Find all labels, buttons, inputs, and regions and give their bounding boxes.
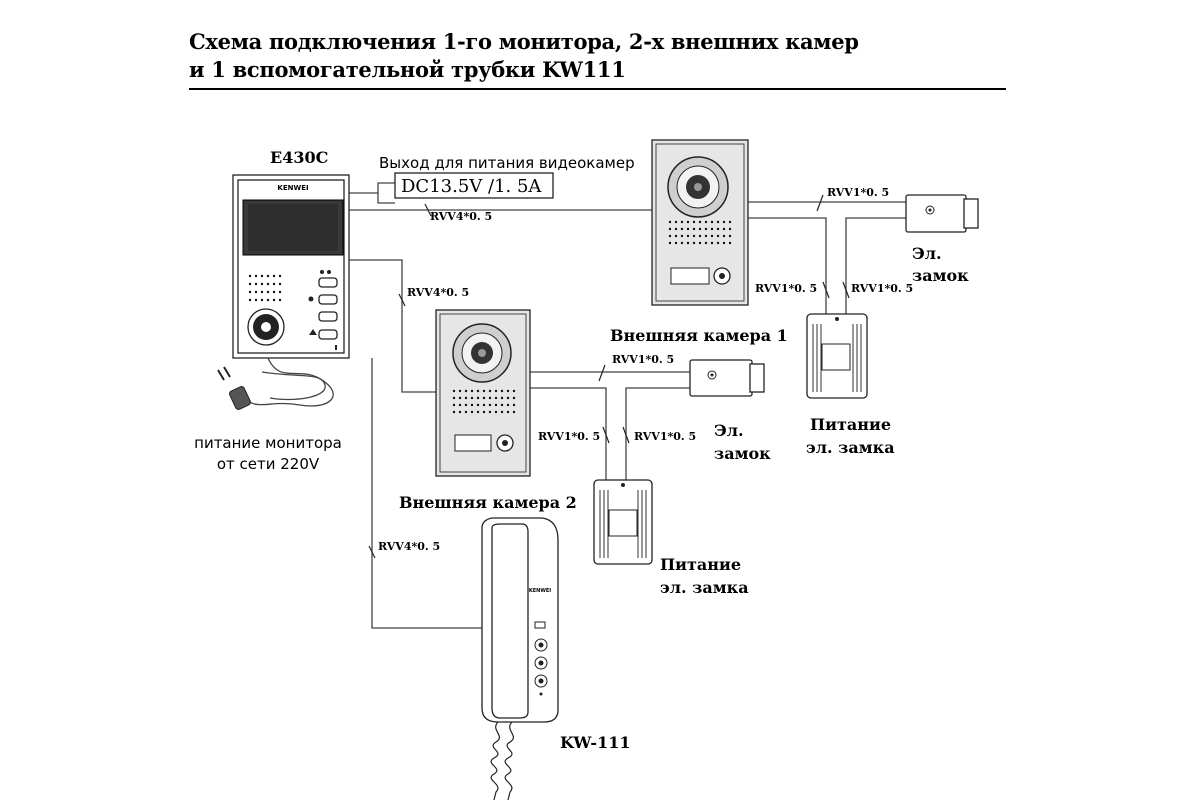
psu2-panel: [608, 509, 638, 537]
tick-c1: [424, 203, 432, 217]
camera2-name-plate: [454, 434, 492, 452]
tick-c5: [822, 281, 830, 299]
psu1-label-line2: эл. замка: [806, 438, 895, 457]
title-line-1: Схема подключения 1-го монитора, 2-х вне…: [189, 29, 859, 54]
lock1: [905, 194, 979, 233]
monitor-brand: KENWEI: [277, 184, 308, 192]
cable-label-c4: RVV1*0. 5: [827, 186, 889, 199]
camera1: [651, 139, 749, 306]
camera1-name-plate: [670, 267, 710, 285]
wire-monitor-handset: [371, 358, 482, 629]
power-output-spec: DC13.5V /1. 5A: [401, 176, 542, 197]
monitor-nav-center: [261, 322, 271, 332]
monitor-power-note-line2: от сети 220V: [217, 455, 320, 473]
power-plug-icon: [229, 386, 251, 410]
wires: [348, 182, 906, 629]
wire-lock1-psu1: [845, 217, 906, 314]
camera1-label: Внешняя камера 1: [610, 326, 788, 345]
lock1-bolt: [963, 198, 979, 229]
tick-c7: [598, 364, 606, 382]
psu2-label-line1: Питание: [660, 555, 741, 574]
camera2-label: Внешняя камера 2: [399, 493, 577, 512]
wire-monitor-psu-output: [348, 182, 395, 204]
cable-label-c1: RVV4*0. 5: [430, 210, 492, 223]
camera2-frame: [439, 313, 527, 473]
lock2-bolt: [749, 363, 765, 393]
cable-label-c8: RVV1*0. 5: [538, 430, 600, 443]
tick-c4: [816, 194, 824, 212]
monitor-power-cord-coil: [261, 371, 326, 401]
handset: KENWEI: [481, 517, 559, 800]
cable-label-c9: RVV1*0. 5: [634, 430, 696, 443]
power-output-box: [394, 172, 554, 199]
wire-monitor-camera2: [348, 259, 436, 393]
psu1: [806, 313, 868, 399]
psu2-label-line2: эл. замка: [660, 578, 749, 597]
tick-c9: [622, 426, 630, 444]
cable-ticks: [368, 194, 850, 559]
wire-camera1-psu1: [748, 217, 827, 314]
lock1-label-line2: замок: [912, 266, 969, 285]
psu1-label-line1: Питание: [810, 415, 891, 434]
psu2: [593, 479, 653, 565]
cable-label-c6: RVV1*0. 5: [851, 282, 913, 295]
wire-lock2-psu2: [625, 387, 690, 480]
camera1-frame: [655, 143, 745, 302]
monitor-power-cord: [245, 357, 334, 407]
monitor-screen-inner: [248, 204, 338, 251]
cable-label-c5: RVV1*0. 5: [755, 282, 817, 295]
cable-label-c3: RVV4*0. 5: [378, 540, 440, 553]
power-output-label: Выход для питания видеокамер: [379, 154, 635, 172]
lock2-body: [689, 359, 753, 397]
tick-c8: [602, 426, 610, 444]
camera2: [435, 309, 531, 477]
camera2-speaker-grille: [452, 389, 516, 414]
cable-label-c7: RVV1*0. 5: [612, 353, 674, 366]
handset-brand: KENWEI: [529, 588, 551, 594]
title-underline: [189, 88, 1006, 90]
handset-indicator: [534, 621, 546, 629]
monitor-buttons: [308, 270, 338, 350]
monitor-power-note-line1: питание монитора: [194, 434, 342, 452]
handset-coiled-cord: [490, 721, 514, 800]
monitor-speaker-grille: [248, 274, 282, 302]
handset-receiver: [491, 523, 529, 719]
monitor-model-label: E430C: [270, 148, 328, 167]
tick-c2: [398, 293, 406, 307]
title-line-2: и 1 вспомогательной трубки KW111: [189, 57, 626, 82]
psu1-panel: [821, 343, 851, 371]
lock2: [689, 359, 765, 397]
lock1-body: [905, 194, 967, 233]
cable-label-c2: RVV4*0. 5: [407, 286, 469, 299]
monitor: KENWEI: [217, 174, 350, 410]
camera1-speaker-grille: [668, 220, 732, 245]
lock1-label-line1: Эл.: [912, 244, 942, 263]
tick-c6: [842, 281, 850, 299]
lock2-label-line2: замок: [714, 444, 771, 463]
lock2-label-line1: Эл.: [714, 421, 744, 440]
handset-model-label: KW-111: [560, 733, 630, 752]
tick-c3: [368, 545, 376, 559]
wire-camera2-psu2: [530, 387, 607, 480]
